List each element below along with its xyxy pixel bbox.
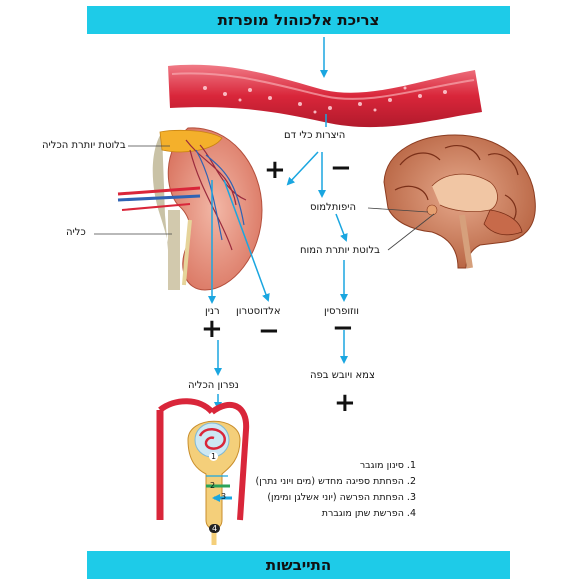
kidney-illustration [117, 127, 263, 291]
sign-plus-renin: + [201, 314, 223, 344]
footer-banner: התייבשות [87, 551, 510, 579]
label-kidney: כליה [66, 227, 86, 238]
step-item: 1. סינון מוגבר [359, 460, 416, 471]
nephron-marker-3: 3 [221, 492, 227, 501]
label-nephron: נפרון הכליה [188, 380, 239, 391]
step-item: 4. הפרשת שתן מוגברת [321, 508, 416, 519]
label-aldosterone: אלדוסטרון [236, 306, 281, 317]
label-renin: רנין [205, 306, 220, 317]
sign-plus-thirst: + [334, 388, 356, 418]
blood-vessel-illustration [168, 64, 482, 128]
nephron-marker-4: 4 [209, 524, 221, 533]
step-item: 2. הפחתת ספיגה מחדש (מים ויוני נתרן) [255, 476, 416, 487]
sign-plus-left: + [264, 155, 286, 185]
label-hypothalamus: היפותלמוס [310, 202, 357, 213]
label-thirst: צמא ויובש בפה [310, 370, 375, 381]
nephron-marker-2: 2 [210, 481, 216, 490]
label-vasopressin: ווזופרסין [324, 306, 359, 317]
pointer-hypothalamus [367, 207, 429, 213]
label-adrenal-gland: בלוטת יותרת הכליה [42, 140, 126, 151]
nephron-illustration [156, 398, 250, 545]
title-text: צריכת אלכוהול מופרזת [217, 11, 380, 29]
brain-illustration [383, 134, 536, 269]
arrow-constriction-to-kidney [286, 151, 319, 186]
arrow-kidney-to-aldosterone [223, 179, 270, 302]
nephron-marker-1: 1 [209, 452, 219, 461]
sign-minus-right: − [330, 153, 352, 183]
title-banner: צריכת אלכוהול מופרזת [87, 6, 510, 34]
arrow-hypothalamus-to-pituitary [335, 213, 348, 242]
label-pituitary: בלוטת יותרת המוח [300, 245, 380, 256]
label-blood-constriction: היצרות כלי דם [284, 130, 346, 141]
nephron-steps-list: 1. סינון מוגבר 2. הפחתת ספיגה מחדש (מים … [256, 458, 416, 522]
sign-minus-vasopressin: − [332, 313, 354, 343]
footer-text: התייבשות [265, 556, 332, 574]
pointer-pituitary [387, 213, 435, 251]
step-item: 3. הפחתת הפרשה (יוני אשלגן ומימן) [267, 492, 416, 503]
sign-minus-aldosterone: − [258, 316, 280, 346]
